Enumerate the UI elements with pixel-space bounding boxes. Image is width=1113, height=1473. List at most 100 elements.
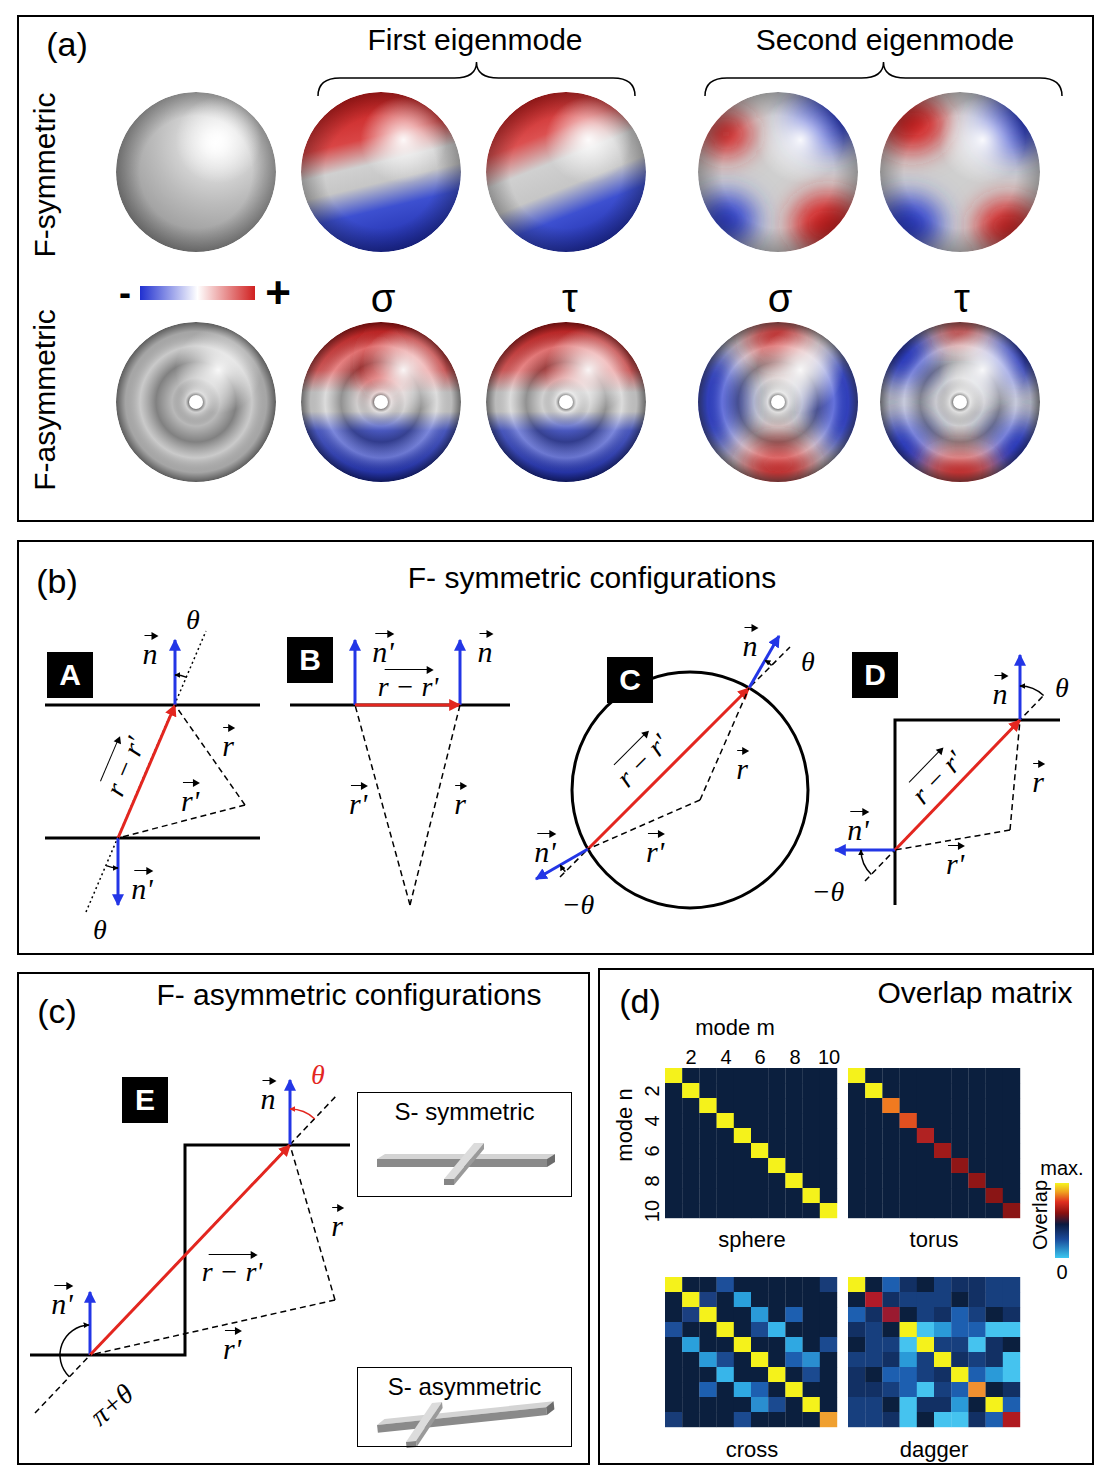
matrix-cell: [803, 1277, 820, 1292]
matrix-cell: [968, 1367, 985, 1382]
angle-arc: [290, 1109, 315, 1119]
matrix-cell: [751, 1128, 768, 1143]
matrix-cell: [848, 1143, 865, 1158]
matrix-cell: [768, 1382, 785, 1397]
matrix-cell: [717, 1412, 734, 1427]
tag-letter: A: [59, 660, 81, 690]
matrix-cell: [882, 1382, 899, 1397]
colorbar-label: Overlap: [1030, 1180, 1050, 1250]
component-symbol: τ: [562, 278, 578, 318]
component-symbol: σ: [768, 278, 793, 318]
matrix-cell: [820, 1188, 837, 1203]
matrix-cell: [699, 1382, 716, 1397]
torus-hole: [771, 395, 785, 409]
overlap-matrix: [665, 1277, 837, 1427]
matrix-cell: [734, 1203, 751, 1218]
angle-label: −θ: [812, 878, 845, 906]
matrix-cell: [820, 1292, 837, 1307]
matrix-cell: [768, 1128, 785, 1143]
matrix-cell: [900, 1307, 917, 1322]
extension-line: [35, 1094, 338, 1413]
matrix-cell: [820, 1382, 837, 1397]
edge-shade: [486, 92, 646, 252]
matrix-cell: [900, 1143, 917, 1158]
tick-label: 2: [642, 1085, 662, 1096]
matrix-caption: dagger: [900, 1439, 969, 1461]
matrix-cell: [900, 1382, 917, 1397]
matrix-cell: [1003, 1292, 1020, 1307]
matrix-cell: [934, 1173, 951, 1188]
matrix-cell: [934, 1203, 951, 1218]
matrix-cell: [803, 1068, 820, 1083]
matrix-cell: [785, 1113, 802, 1128]
matrix-cell: [717, 1337, 734, 1352]
matrix-cell: [734, 1382, 751, 1397]
matrix-cell: [682, 1068, 699, 1083]
matrix-cell: [865, 1397, 882, 1412]
matrix-cell: [665, 1188, 682, 1203]
matrix-cell: [717, 1292, 734, 1307]
matrix-cell: [848, 1397, 865, 1412]
matrix-cell: [951, 1173, 968, 1188]
matrix-cell: [865, 1337, 882, 1352]
matrix-cell: [734, 1158, 751, 1173]
matrix-cell: [1003, 1068, 1020, 1083]
matrix-cell: [917, 1158, 934, 1173]
matrix-cell: [968, 1188, 985, 1203]
matrix-cell: [968, 1337, 985, 1352]
tick-label: 8: [789, 1047, 800, 1067]
angle-arc: [106, 866, 118, 868]
distance-arrow: [588, 688, 749, 849]
matrix-cell: [665, 1397, 682, 1412]
figure-panel: (a): [17, 15, 1094, 522]
matrix-cell: [803, 1322, 820, 1337]
inset-box: S- symmetric: [357, 1092, 572, 1197]
matrix-cell: [820, 1412, 837, 1427]
matrix-cell: [768, 1307, 785, 1322]
highlight: [301, 322, 461, 482]
curly-brace: [705, 62, 1062, 96]
matrix-cell: [848, 1352, 865, 1367]
matrix-cell: [900, 1397, 917, 1412]
matrix-cell: [785, 1188, 802, 1203]
matrix-cell: [785, 1128, 802, 1143]
component-symbol: σ: [371, 278, 396, 318]
matrix-cell: [820, 1158, 837, 1173]
torus-hole: [559, 395, 573, 409]
matrix-cell: [986, 1083, 1003, 1098]
matrix-cell: [665, 1113, 682, 1128]
normal-arrow: [354, 640, 357, 705]
torus-render: [688, 318, 868, 488]
matrix-cell: [699, 1292, 716, 1307]
matrix-cell: [820, 1203, 837, 1218]
matrix-cell: [848, 1277, 865, 1292]
normal-arrow: [174, 640, 177, 705]
matrix-cell: [951, 1292, 968, 1307]
highlight: [486, 92, 646, 252]
colorbar: [140, 286, 255, 300]
matrix-cell: [665, 1203, 682, 1218]
angle-label: π+θ: [85, 1379, 139, 1430]
matrix-cell: [986, 1382, 1003, 1397]
surface-line: [290, 704, 510, 707]
matrix-cell: [986, 1352, 1003, 1367]
matrix-cell: [968, 1158, 985, 1173]
matrix-cell: [900, 1352, 917, 1367]
torus-shade: [301, 322, 461, 482]
matrix-cell: [917, 1173, 934, 1188]
matrix-cell: [917, 1203, 934, 1218]
matrix-cell: [751, 1277, 768, 1292]
matrix-cell: [751, 1143, 768, 1158]
matrix-cell: [934, 1098, 951, 1113]
matrix-cell: [803, 1203, 820, 1218]
sphere-render: [301, 92, 461, 252]
matrix-cell: [951, 1367, 968, 1382]
angle-label: θ: [311, 1061, 325, 1089]
sphere-render: [696, 92, 864, 254]
matrix-cell: [1003, 1367, 1020, 1382]
matrix-cell: [803, 1367, 820, 1382]
matrix-cell: [699, 1412, 716, 1427]
surface: [486, 322, 646, 482]
